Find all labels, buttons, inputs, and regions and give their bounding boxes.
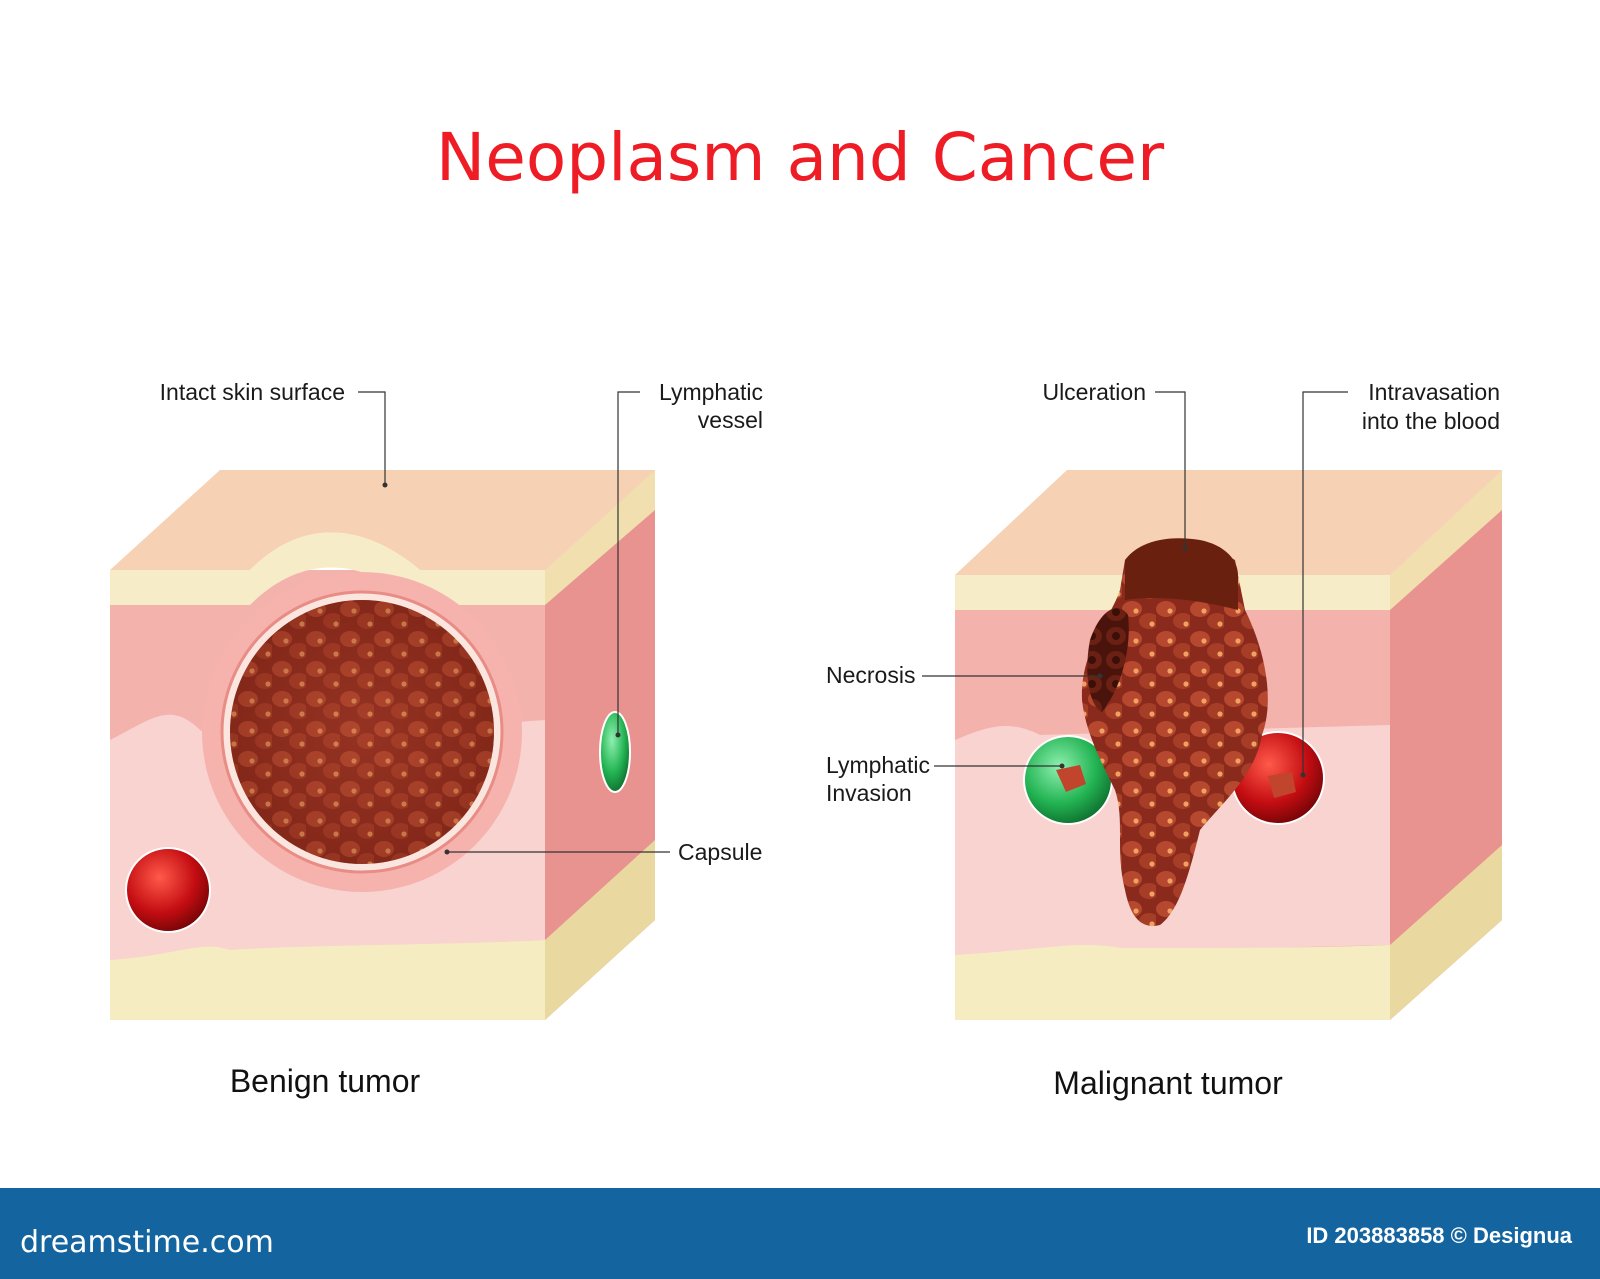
- label-intravasation-line2: into the blood: [1362, 408, 1500, 434]
- malignant-top-face: [955, 470, 1502, 575]
- label-ulceration: Ulceration: [1042, 379, 1146, 405]
- leader-dot-lymphatic-vessel: [615, 732, 621, 738]
- diagram-title: Neoplasm and Cancer: [436, 119, 1165, 196]
- label-intact-skin-surface: Intact skin surface: [160, 379, 345, 405]
- benign-side-epidermis: [545, 470, 655, 605]
- benign-blood-vessel: [125, 847, 211, 933]
- benign-lymphatic-vessel: [599, 711, 631, 793]
- leader-dot-capsule: [444, 849, 450, 855]
- leader-lymphatic-vessel: [617, 391, 640, 735]
- label-lymphatic-vessel-line2: vessel: [698, 407, 763, 433]
- leader-ulceration: [1155, 391, 1186, 548]
- malignant-necrosis-region: [1087, 608, 1129, 712]
- leader-dot-intact-skin: [382, 482, 388, 488]
- label-capsule: Capsule: [678, 839, 762, 865]
- leader-dot-lymphatic-invasion: [1059, 763, 1065, 769]
- label-lymphatic-vessel-line1: Lymphatic: [659, 379, 763, 405]
- footer-logo: dreamstime.com: [20, 1225, 274, 1260]
- malignant-ulceration: [1125, 538, 1238, 610]
- label-lymphatic-invasion-line1: Lymphatic: [826, 752, 930, 778]
- benign-hypodermis: [110, 940, 545, 1020]
- benign-skin-block: [110, 470, 655, 1020]
- leader-dot-necrosis: [1097, 673, 1103, 679]
- malignant-cell-in-blood: [1268, 772, 1296, 798]
- leader-intact-skin: [358, 391, 386, 485]
- malignant-side-epidermis: [1390, 470, 1502, 610]
- benign-top-face: [110, 470, 655, 570]
- label-lymphatic-invasion-line2: Invasion: [826, 780, 912, 806]
- benign-tumor-shade: [230, 600, 494, 864]
- malignant-hypodermis: [955, 945, 1390, 1020]
- leader-dot-intravasation: [1300, 772, 1306, 778]
- benign-side-hypodermis: [545, 840, 655, 1020]
- footer-image-id: ID 203883858 © Designua: [1306, 1223, 1572, 1248]
- leader-intravasation: [1302, 391, 1348, 775]
- leader-dot-ulceration: [1182, 545, 1188, 551]
- label-necrosis: Necrosis: [826, 662, 915, 688]
- caption-benign-tumor: Benign tumor: [230, 1063, 421, 1099]
- footer-bar: [0, 1188, 1600, 1279]
- malignant-skin-block: [955, 470, 1502, 1020]
- malignant-side-hypodermis: [1390, 845, 1502, 1020]
- label-intravasation-line1: Intravasation: [1368, 379, 1500, 405]
- caption-malignant-tumor: Malignant tumor: [1053, 1065, 1283, 1101]
- benign-epidermis-band: [110, 532, 545, 605]
- malignant-cell-in-lymph: [1056, 765, 1086, 792]
- malignant-tumor-mass: [1081, 546, 1268, 926]
